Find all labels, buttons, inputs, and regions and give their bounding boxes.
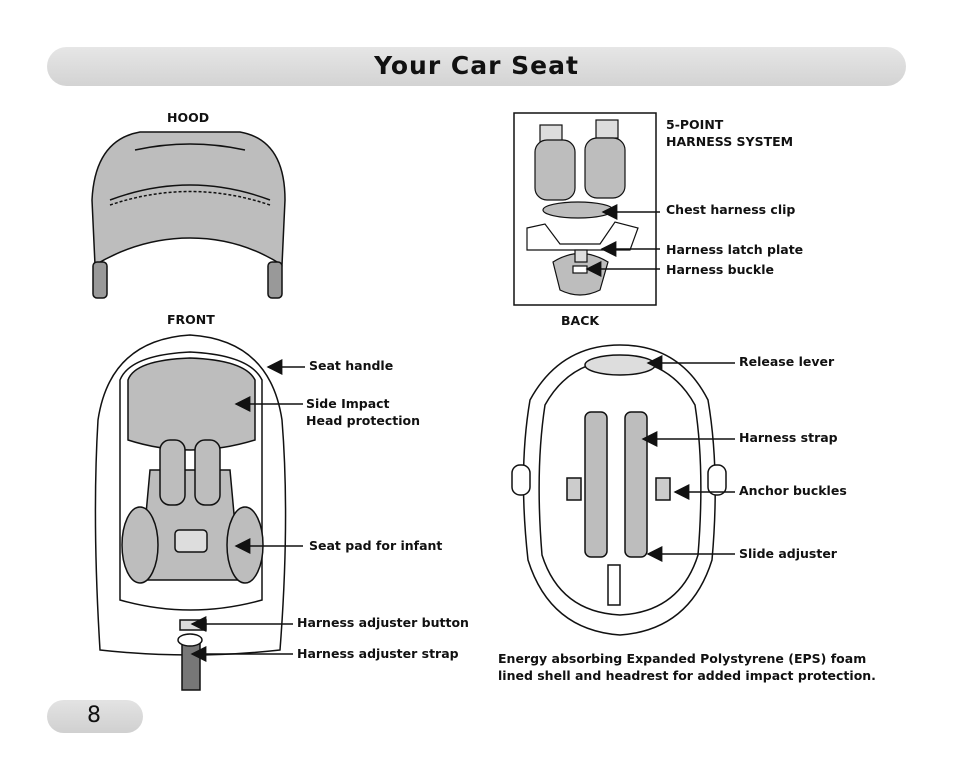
caption-line-1: Energy absorbing Expanded Polystyrene (E… — [498, 651, 867, 666]
harness-title-line-2: HARNESS SYSTEM — [666, 134, 794, 149]
side-impact-line-2: Head protection — [306, 413, 420, 428]
section-hood: HOOD — [167, 110, 210, 125]
page-title: Your Car Seat — [374, 51, 579, 80]
side-impact-line-1: Side Impact — [306, 396, 390, 411]
label-latch-plate: Harness latch plate — [666, 242, 804, 257]
front-illustration — [94, 334, 287, 691]
label-seat-pad: Seat pad for infant — [309, 538, 443, 553]
page-number: 8 — [87, 703, 101, 728]
label-adjuster-strap: Harness adjuster strap — [297, 646, 459, 661]
label-chest-clip: Chest harness clip — [666, 202, 796, 217]
callout-arrows — [190, 204, 735, 662]
label-anchor-buckles: Anchor buckles — [739, 483, 847, 498]
hood-illustration — [91, 131, 286, 299]
section-back: BACK — [561, 313, 600, 328]
label-adjuster-button: Harness adjuster button — [297, 615, 469, 630]
label-harness-buckle: Harness buckle — [666, 262, 775, 277]
label-release-lever: Release lever — [739, 354, 835, 369]
label-harness-strap: Harness strap — [739, 430, 838, 445]
harness-title-line-1: 5-POINT — [666, 117, 724, 132]
caption-line-2: lined shell and headrest for added impac… — [498, 668, 876, 683]
harness-system-title: 5-POINT HARNESS SYSTEM — [666, 116, 793, 150]
back-illustration — [511, 344, 727, 636]
eps-caption: Energy absorbing Expanded Polystyrene (E… — [498, 650, 876, 684]
label-slide-adjuster: Slide adjuster — [739, 546, 837, 561]
section-front: FRONT — [167, 312, 215, 327]
label-seat-handle: Seat handle — [309, 358, 394, 373]
title-bar: Your Car Seat — [47, 47, 906, 86]
page-number-tab: 8 — [47, 700, 143, 733]
label-side-impact: Side Impact Head protection — [306, 395, 420, 429]
